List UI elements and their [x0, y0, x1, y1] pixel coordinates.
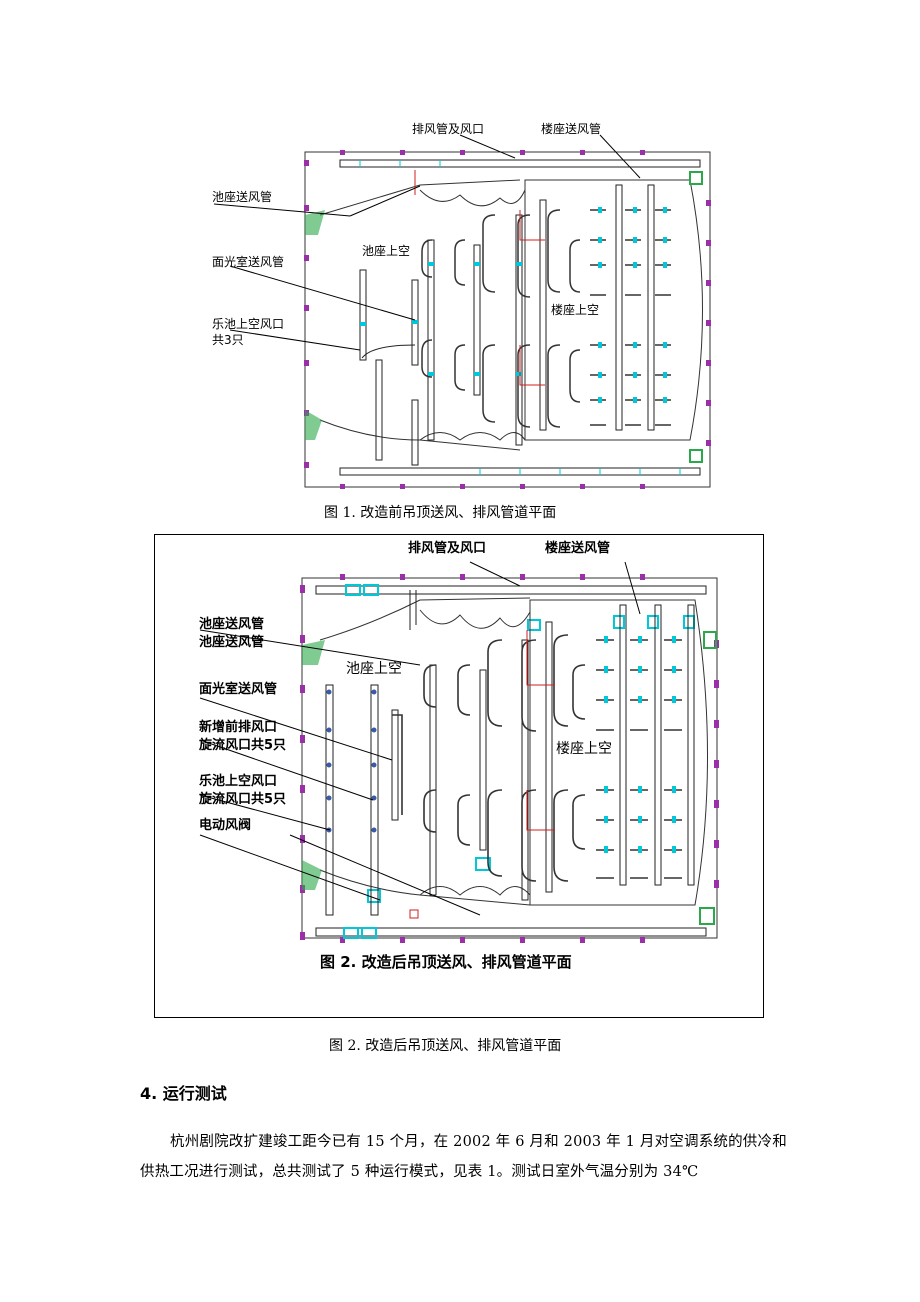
fig1-balcony-supply-label: 楼座送风管 [541, 122, 602, 136]
section-paragraph: 杭州剧院改扩建竣工距今已有 15 个月，在 2002 年 6 月和 2003 年… [140, 1134, 787, 1180]
figure-2-frame [154, 534, 764, 1018]
figure-1-caption: 图 1. 改造前吊顶送风、排风管道平面 [324, 505, 557, 521]
fig2-stall-ceiling-label: 池座上空 [346, 661, 402, 677]
fig2-new-front-exhaust-label: 新增前排风口 [199, 720, 278, 735]
section-heading: 4. 运行测试 [140, 1084, 227, 1103]
fig2-orchestra-pit-outlet-label: 乐池上空风口 [199, 774, 278, 789]
fig1-exhaust-duct-label: 排风管及风口 [412, 122, 485, 136]
fig1-stall-ceiling-label: 池座上空 [362, 244, 411, 258]
fig2-lighting-room-supply-label: 面光室送风管 [199, 682, 278, 697]
fig1-lighting-room-supply-label: 面光室送风管 [212, 255, 285, 269]
fig1-stall-supply-label: 池座送风管 [212, 190, 273, 204]
fig2-swirl-outlets-label-2: 旋流风口共5只 [199, 792, 287, 807]
fig2-swirl-outlets-label-1: 旋流风口共5只 [199, 738, 287, 753]
fig2-electric-damper-label: 电动风阀 [199, 818, 252, 833]
fig1-balcony-ceiling-label: 楼座上空 [551, 303, 600, 317]
fig1-orchestra-pit-outlet-label: 乐池上空风口 [212, 317, 285, 331]
fig2-exhaust-duct-label: 排风管及风口 [408, 541, 487, 556]
fig2-balcony-ceiling-label: 楼座上空 [556, 741, 612, 757]
fig1-outlet-count-label: 共3只 [212, 333, 244, 347]
fig2-balcony-supply-label: 楼座送风管 [545, 541, 611, 556]
fig2-stall-supply-label-1: 池座送风管 [199, 617, 265, 632]
figure-2-caption: 图 2. 改造后吊顶送风、排风管道平面 [329, 1038, 562, 1054]
fig2-inner-caption: 图 2. 改造后吊顶送风、排风管道平面 [320, 953, 572, 971]
fig2-stall-supply-label-2: 池座送风管 [199, 635, 265, 650]
